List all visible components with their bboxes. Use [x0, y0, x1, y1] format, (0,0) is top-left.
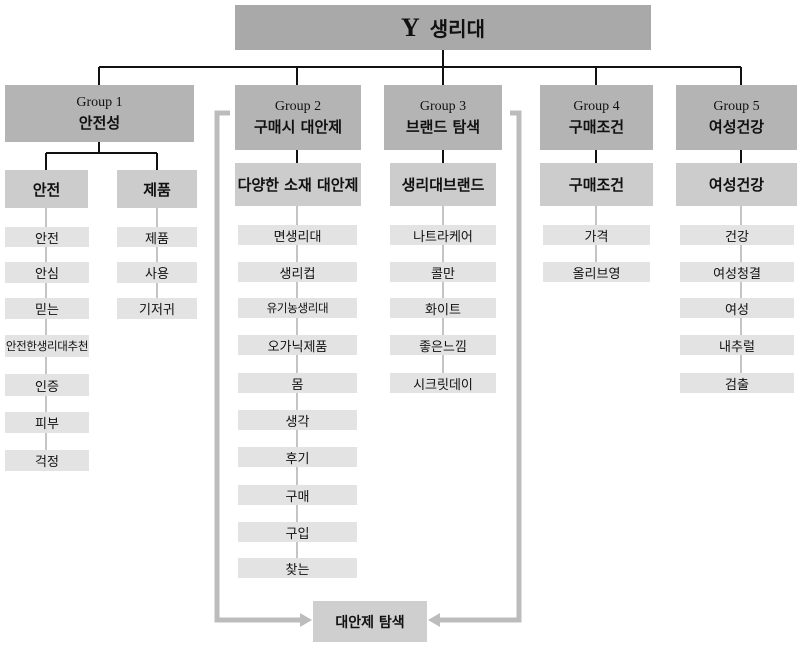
- root-prefix: Y: [401, 12, 420, 42]
- keyword-item: 여성청결: [680, 262, 794, 282]
- keyword-item: 내추럴: [680, 335, 794, 355]
- subgroup-node: 구매조건: [540, 163, 653, 206]
- keyword-item: 검출: [680, 373, 794, 393]
- keyword-item: 제품: [117, 227, 197, 247]
- root-node: Y 생리대: [235, 5, 651, 50]
- keyword-item: 나트라케어: [390, 225, 496, 245]
- keyword-item: 면생리대: [238, 225, 357, 245]
- group-node-2: Group 2 구매시 대안제: [235, 85, 361, 150]
- keyword-item: 찾는: [238, 558, 357, 578]
- keyword-item: 구입: [238, 522, 357, 542]
- group-label: Group 5: [713, 98, 760, 114]
- subgroup-node: 제품: [117, 170, 197, 208]
- subgroup-node: 생리대브랜드: [390, 163, 496, 206]
- root-title: 생리대: [429, 17, 485, 41]
- group-title: 브랜드 탐색: [405, 117, 481, 136]
- keyword-item: 생각: [238, 410, 357, 430]
- group-title: 여성건강: [708, 117, 765, 136]
- keyword-item: 화이트: [390, 298, 496, 318]
- group-label: Group 2: [274, 98, 322, 114]
- keyword-item: 사용: [117, 262, 197, 283]
- keyword-item: 후기: [238, 447, 357, 467]
- keyword-item: 올리브영: [543, 262, 650, 282]
- target-node: 대안제 탐색: [313, 601, 427, 642]
- group-label: Group 3: [419, 98, 467, 114]
- keyword-item: 안전한생리대추천: [5, 335, 89, 357]
- group-node-4: Group 4 구매조건: [540, 85, 653, 150]
- keyword-item: 시크릿데이: [390, 373, 496, 393]
- keyword-item: 좋은느낌: [390, 335, 496, 355]
- keyword-item: 믿는: [5, 298, 89, 319]
- keyword-item: 오가닉제품: [238, 335, 357, 355]
- keyword-item: 여성: [680, 298, 794, 318]
- subgroup-node: 다양한 소재 대안제: [235, 163, 361, 206]
- keyword-item: 안전: [5, 227, 89, 247]
- keyword-item: 생리컵: [238, 262, 357, 282]
- keyword-item: 안심: [5, 262, 89, 283]
- group-title: 안전성: [78, 113, 121, 132]
- keyword-item: 콜만: [390, 262, 496, 282]
- group-node-1: Group 1 안전성: [5, 85, 194, 142]
- group-node-3: Group 3 브랜드 탐색: [384, 85, 502, 150]
- keyword-item: 구매: [238, 485, 357, 505]
- subgroup-node: 여성건강: [676, 163, 797, 206]
- keyword-item: 가격: [543, 225, 650, 245]
- subgroup-node: 안전: [5, 170, 88, 208]
- group-label: Group 4: [573, 98, 620, 114]
- keyword-item: 유기농생리대: [238, 298, 357, 318]
- group-node-5: Group 5 여성건강: [676, 85, 797, 150]
- keyword-item: 기저귀: [117, 298, 197, 319]
- keyword-item: 걱정: [5, 450, 89, 471]
- group-title: 구매시 대안제: [253, 117, 343, 136]
- group-title: 구매조건: [568, 117, 625, 136]
- group-label: Group 1: [76, 94, 123, 110]
- keyword-item: 피부: [5, 412, 89, 433]
- keyword-item: 건강: [680, 225, 794, 245]
- keyword-item: 인증: [5, 374, 89, 396]
- keyword-item: 몸: [238, 373, 357, 393]
